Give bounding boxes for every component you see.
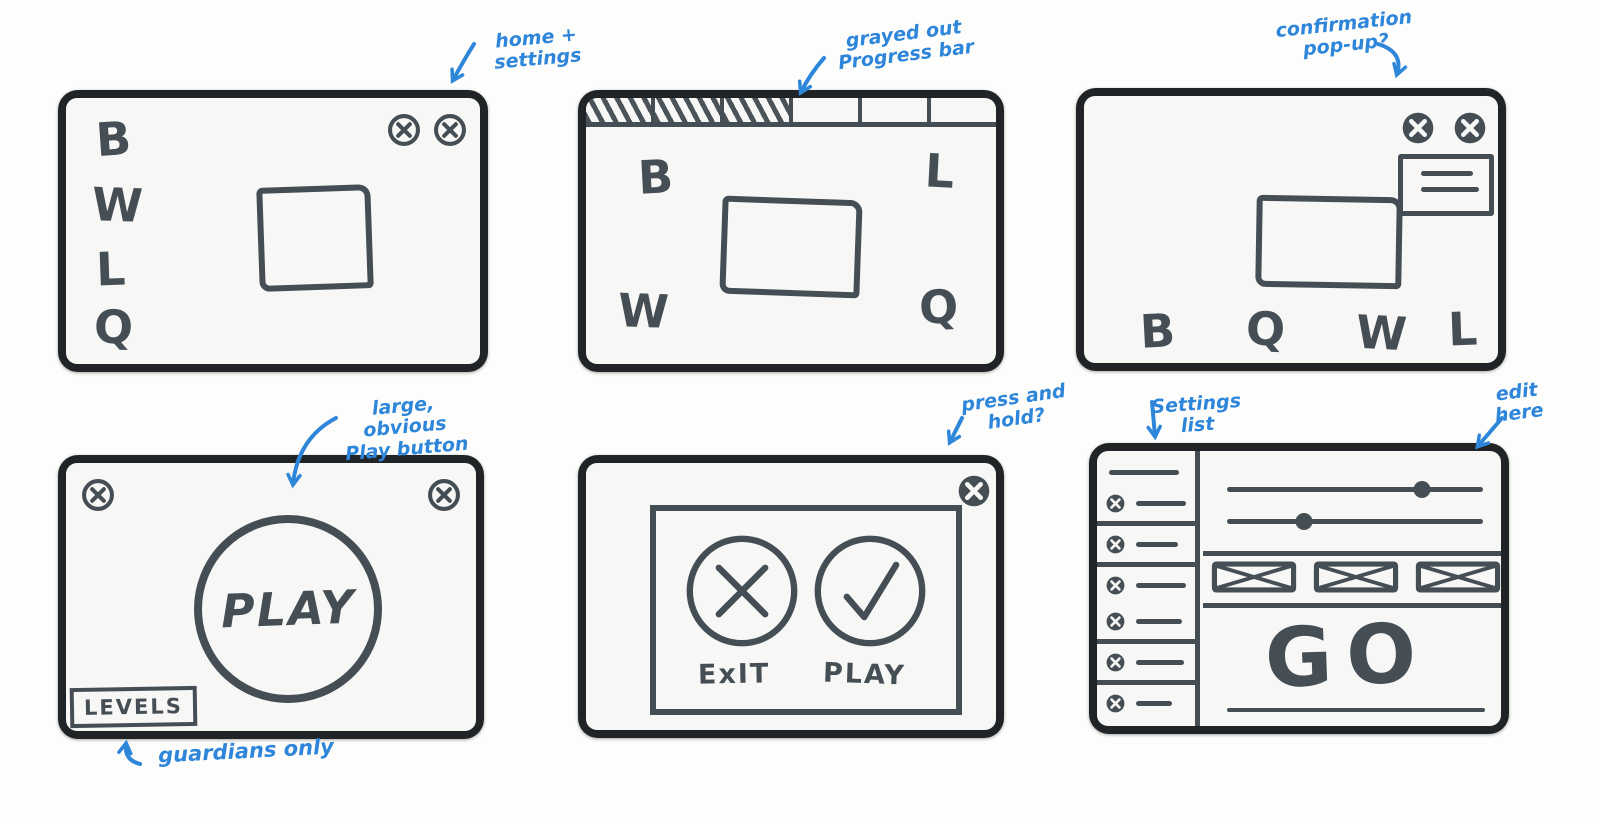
annotation-edit-here: edit here — [1493, 378, 1545, 428]
play-confirm-button[interactable] — [812, 533, 928, 649]
slider-thumb[interactable] — [1413, 481, 1431, 498]
close-icon[interactable] — [80, 477, 116, 513]
arrow-guardians — [117, 739, 142, 766]
sidebar-divider — [1195, 451, 1200, 726]
screen-confirm-dialog: ExIT PLAY — [578, 455, 1004, 738]
letter-button[interactable]: B — [1138, 303, 1177, 359]
progress-segment — [862, 98, 931, 122]
screen-home-letters: B W L Q — [58, 90, 488, 372]
close-icon[interactable] — [956, 473, 992, 509]
popup-text-line — [1421, 171, 1473, 176]
item-text-line — [1136, 541, 1178, 547]
screen-settings: GO — [1089, 443, 1509, 734]
setting-icon — [1105, 693, 1126, 714]
item-text-line — [1136, 659, 1184, 665]
letter-button[interactable]: L — [1447, 301, 1479, 357]
progress-segment — [793, 98, 862, 122]
annotation-settings-list: Settings list — [1150, 389, 1242, 438]
close-icon[interactable] — [426, 477, 462, 513]
home-icon[interactable] — [386, 112, 422, 148]
progress-segment — [586, 98, 655, 122]
settings-list-item[interactable] — [1097, 603, 1195, 639]
crossed-checkbox[interactable] — [1313, 559, 1399, 595]
settings-list-item[interactable] — [1097, 685, 1195, 721]
confirm-dialog: ExIT PLAY — [650, 505, 962, 715]
annotation-guardians: guardians only — [157, 734, 335, 768]
annotation-progress: grayed out Progress bar — [837, 16, 976, 75]
progress-segment — [931, 98, 996, 122]
exit-button[interactable] — [684, 533, 800, 649]
list-divider — [1097, 680, 1197, 685]
game-tile-placeholder — [256, 184, 374, 292]
arrow-home-settings — [450, 42, 476, 84]
item-text-line — [1136, 700, 1172, 706]
letter-button[interactable]: W — [617, 283, 670, 339]
annotation-confirmation: confirmation pop-up? — [1274, 5, 1414, 61]
setting-icon — [1105, 575, 1126, 596]
letter-button[interactable]: L — [923, 143, 956, 199]
game-tile-placeholder — [719, 195, 863, 299]
settings-list-item[interactable] — [1097, 485, 1195, 521]
checkbox-row — [1211, 559, 1501, 595]
item-text-line — [1136, 500, 1186, 506]
play-label: PLAY — [822, 657, 907, 692]
slider-thumb[interactable] — [1295, 513, 1313, 530]
settings-list-item[interactable] — [1097, 526, 1195, 562]
screen-results: B Q W L — [1076, 88, 1506, 371]
slider[interactable] — [1226, 481, 1484, 498]
slider[interactable] — [1226, 513, 1484, 530]
setting-icon — [1105, 493, 1126, 514]
popup-text-line — [1421, 187, 1479, 192]
letter-button[interactable]: B — [636, 149, 675, 205]
section-divider — [1203, 551, 1501, 556]
progress-segment — [655, 98, 724, 122]
settings-list — [1097, 451, 1197, 726]
list-divider — [1097, 521, 1197, 526]
settings-list-item[interactable] — [1097, 644, 1195, 680]
settings-list-item[interactable] — [1097, 567, 1195, 603]
letter-button[interactable]: L — [95, 241, 127, 297]
annotation-press-hold: press and hold? — [959, 379, 1067, 435]
confirmation-popup[interactable] — [1398, 154, 1494, 216]
settings-list-header — [1097, 459, 1195, 485]
item-text-line — [1136, 618, 1182, 624]
close-icon[interactable] — [1400, 110, 1436, 146]
annotation-play-button: large, obvious Play button — [344, 392, 470, 465]
letter-button[interactable]: W — [1354, 304, 1409, 362]
setting-icon — [1105, 652, 1126, 673]
letter-button[interactable]: Q — [1245, 301, 1287, 357]
list-divider — [1097, 639, 1197, 644]
game-tile-placeholder — [1255, 194, 1403, 290]
go-button[interactable]: GO — [1263, 606, 1432, 707]
exit-label: ExIT — [697, 658, 771, 691]
letter-button[interactable]: Q — [93, 299, 134, 355]
header-text-line — [1109, 469, 1179, 475]
play-button[interactable]: PLAY — [194, 515, 382, 703]
close-icon[interactable] — [1452, 110, 1488, 146]
letter-button[interactable]: W — [91, 177, 144, 233]
list-divider — [1097, 562, 1197, 567]
item-text-line — [1136, 582, 1186, 588]
bottom-text-line — [1227, 708, 1485, 712]
settings-icon[interactable] — [432, 112, 468, 148]
letter-button[interactable]: Q — [917, 279, 959, 335]
setting-icon — [1105, 611, 1126, 632]
progress-segment — [724, 98, 793, 122]
settings-edit-area: GO — [1203, 451, 1501, 726]
levels-button[interactable]: LEVELS — [69, 685, 198, 729]
annotation-home-settings: home + settings — [493, 23, 583, 74]
section-divider — [1203, 603, 1501, 608]
screen-gameplay: B L W Q — [578, 90, 1004, 372]
crossed-checkbox[interactable] — [1211, 559, 1297, 595]
play-button-label: PLAY — [219, 579, 357, 639]
screen-start: PLAY LEVELS — [58, 455, 484, 739]
setting-icon — [1105, 534, 1126, 555]
progress-bar — [586, 98, 996, 127]
letter-button[interactable]: B — [94, 110, 133, 168]
crossed-checkbox[interactable] — [1415, 559, 1501, 595]
